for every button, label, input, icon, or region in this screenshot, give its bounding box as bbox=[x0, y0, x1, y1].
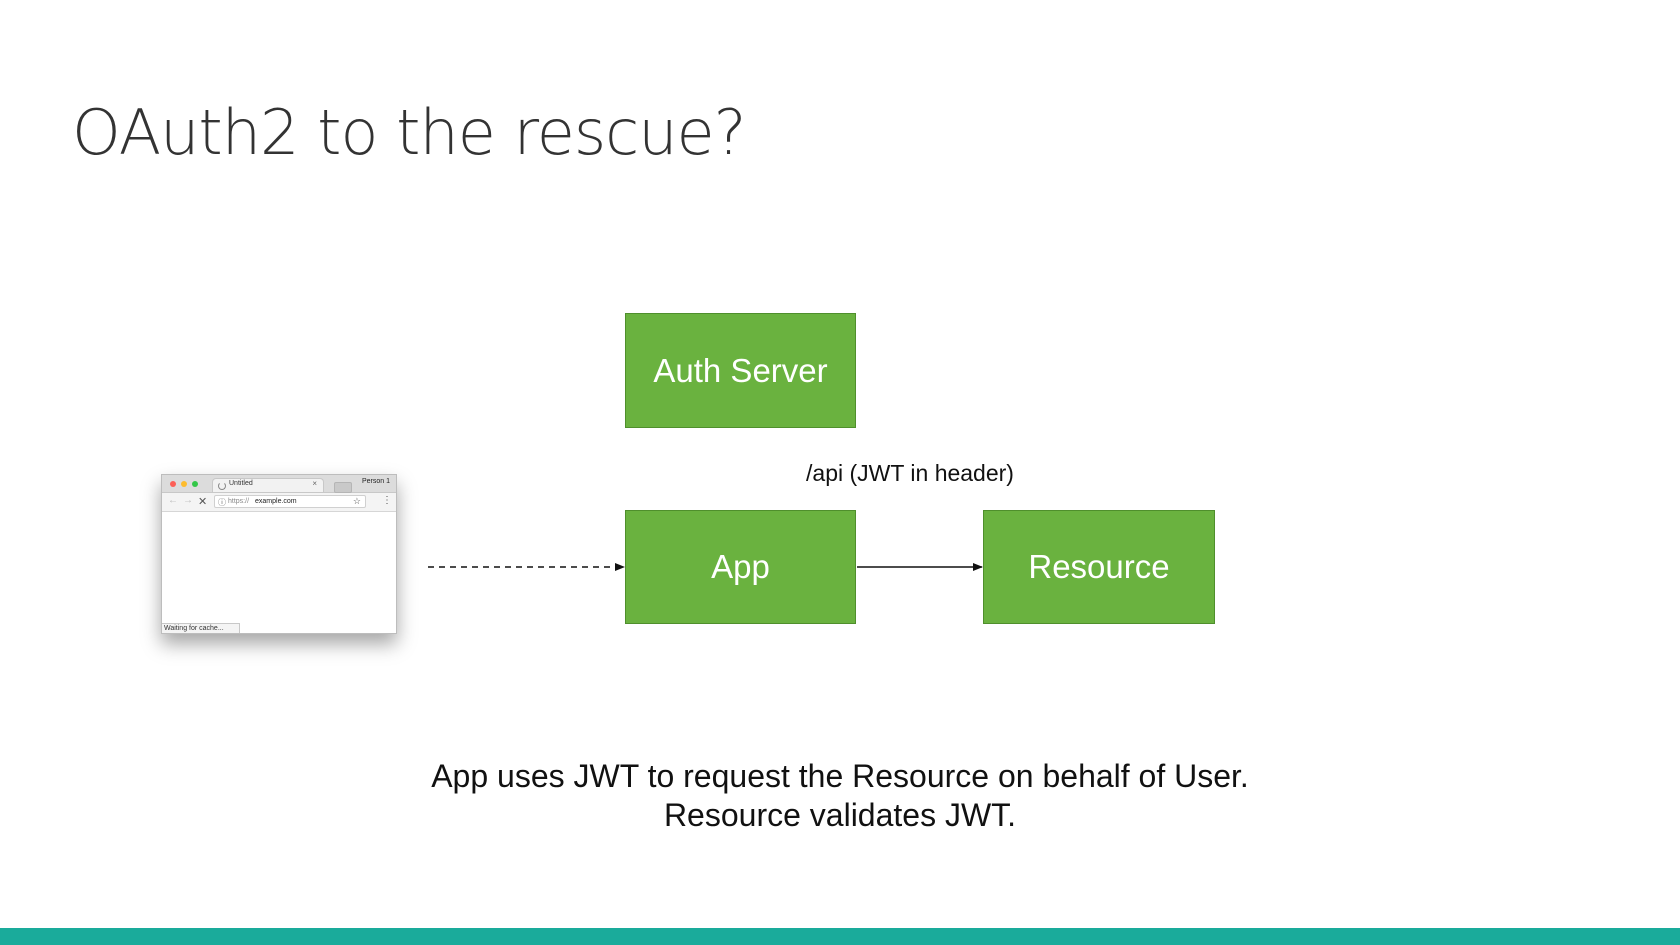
app-node: App bbox=[625, 510, 856, 624]
resource-label: Resource bbox=[1028, 548, 1170, 585]
back-arrow-icon: ← bbox=[168, 495, 178, 506]
url-scheme: https:// bbox=[228, 498, 250, 505]
bookmark-star-icon: ☆ bbox=[352, 496, 361, 506]
minimize-window-dot-icon bbox=[181, 481, 187, 487]
app-label: App bbox=[711, 548, 770, 585]
browser-window-illustration: Untitled × Person 1 ← → ✕ ⓘ https:// exa… bbox=[161, 474, 397, 634]
zoom-window-dot-icon bbox=[192, 481, 198, 487]
address-bar: ⓘ https:// example.com ☆ bbox=[214, 495, 366, 508]
browser-profile-name: Person 1 bbox=[361, 478, 390, 485]
stop-loading-icon: ✕ bbox=[198, 496, 208, 508]
api-edge-label: /api (JWT in header) bbox=[806, 460, 1014, 486]
site-info-icon: ⓘ bbox=[218, 498, 226, 507]
slide-title: OAuth2 to the rescue? bbox=[72, 96, 747, 169]
browser-toolbar: ← → ✕ ⓘ https:// example.com ☆ ⋮ bbox=[162, 493, 396, 512]
resource-node: Resource bbox=[983, 510, 1215, 624]
forward-arrow-icon: → bbox=[183, 495, 193, 506]
url-host: example.com bbox=[255, 498, 297, 505]
auth-server-label: Auth Server bbox=[653, 351, 828, 389]
auth-server-node: Auth Server bbox=[625, 313, 856, 428]
browser-tab-title: Untitled bbox=[229, 480, 253, 487]
browser-status-bar: Waiting for cache... bbox=[162, 623, 240, 633]
new-tab-icon bbox=[334, 482, 352, 493]
slide-caption: App uses JWT to request the Resource on … bbox=[340, 757, 1340, 835]
browser-tab-bar: Untitled × Person 1 bbox=[162, 475, 396, 493]
browser-tab: Untitled × bbox=[212, 478, 324, 492]
close-window-dot-icon bbox=[170, 481, 176, 487]
caption-line-1: App uses JWT to request the Resource on … bbox=[431, 758, 1249, 794]
tab-close-icon: × bbox=[312, 479, 317, 488]
caption-line-2: Resource validates JWT. bbox=[663, 797, 1017, 833]
loading-spinner-icon bbox=[218, 482, 226, 490]
browser-menu-icon: ⋮ bbox=[382, 495, 392, 506]
footer-accent-bar bbox=[0, 928, 1680, 945]
